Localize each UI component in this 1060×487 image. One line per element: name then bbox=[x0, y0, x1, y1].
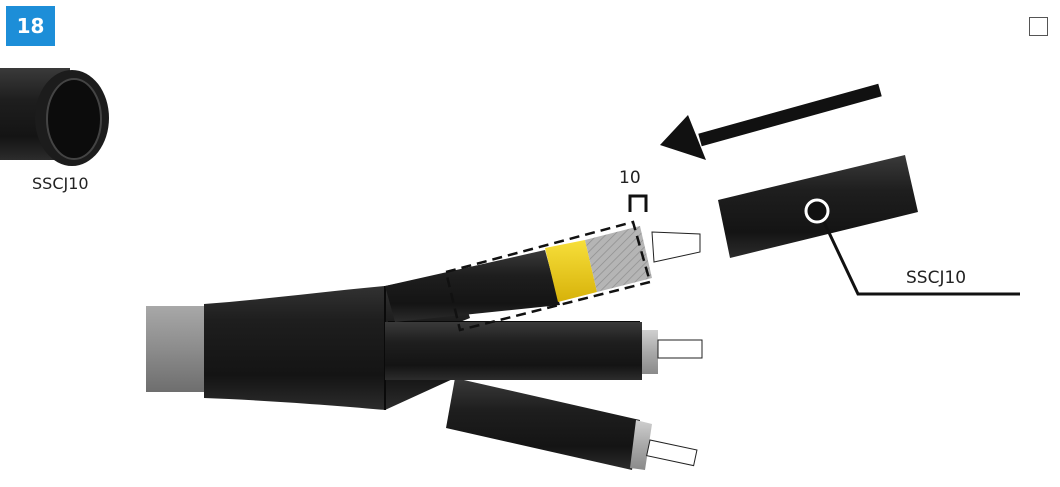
legend-sleeve-icon bbox=[0, 68, 109, 166]
braided-shield bbox=[585, 226, 652, 292]
callout-part-label: SSCJ10 bbox=[906, 268, 967, 288]
legend-part-label: SSCJ10 bbox=[32, 174, 89, 193]
dimension-label: 10 bbox=[619, 168, 641, 188]
upper-core bbox=[385, 226, 701, 322]
yellow-tape bbox=[545, 240, 597, 302]
lower-core bbox=[446, 378, 698, 470]
step-number-badge: 18 bbox=[6, 6, 55, 46]
middle-core bbox=[385, 322, 703, 380]
cut-indicator bbox=[444, 194, 652, 332]
direction-arrow-icon bbox=[660, 83, 882, 160]
heat-shrink-sleeve bbox=[718, 155, 1020, 296]
step-checkbox[interactable] bbox=[1029, 17, 1048, 36]
